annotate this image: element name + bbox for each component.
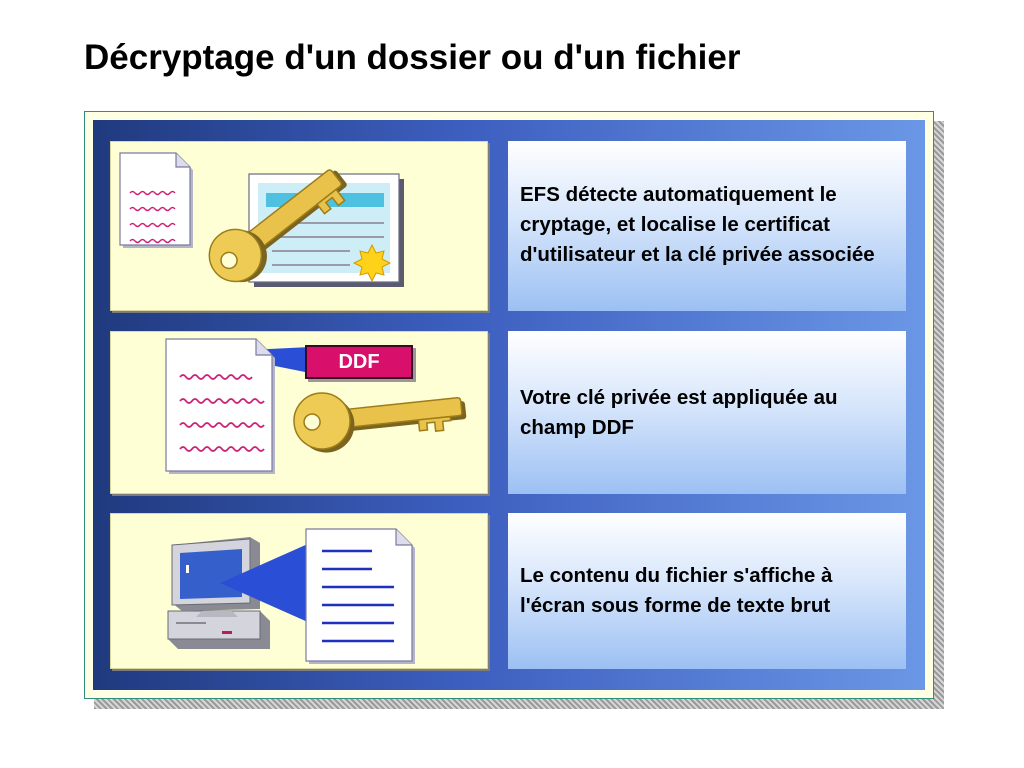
pointer-beam <box>220 543 310 623</box>
step-2-text-box: Votre clé privée est appliquée au champ … <box>508 331 906 494</box>
step-3-text: Le contenu du fichier s'affiche à l'écra… <box>520 564 833 617</box>
step-2-text: Votre clé privée est appliquée au champ … <box>520 385 838 439</box>
step-2-icons <box>165 338 467 474</box>
step-3-text-box: Le contenu du fichier s'affiche à l'écra… <box>508 513 906 669</box>
page-title: Décryptage d'un dossier ou d'un fichier <box>84 38 741 77</box>
step-3-icons <box>167 528 415 664</box>
plaintext-document-icon <box>305 528 415 664</box>
step-1-text: EFS détecte automatiquement le cryptage,… <box>520 183 875 266</box>
encrypted-document-icon <box>165 338 275 474</box>
key-icon <box>208 169 347 283</box>
ddf-badge: DDF <box>305 345 413 379</box>
key-icon <box>293 392 467 453</box>
encrypted-document-icon <box>119 152 193 248</box>
step-1-icons <box>119 152 404 287</box>
step-1-text-box: EFS détecte automatiquement le cryptage,… <box>508 141 906 311</box>
computer-icon <box>167 537 270 649</box>
